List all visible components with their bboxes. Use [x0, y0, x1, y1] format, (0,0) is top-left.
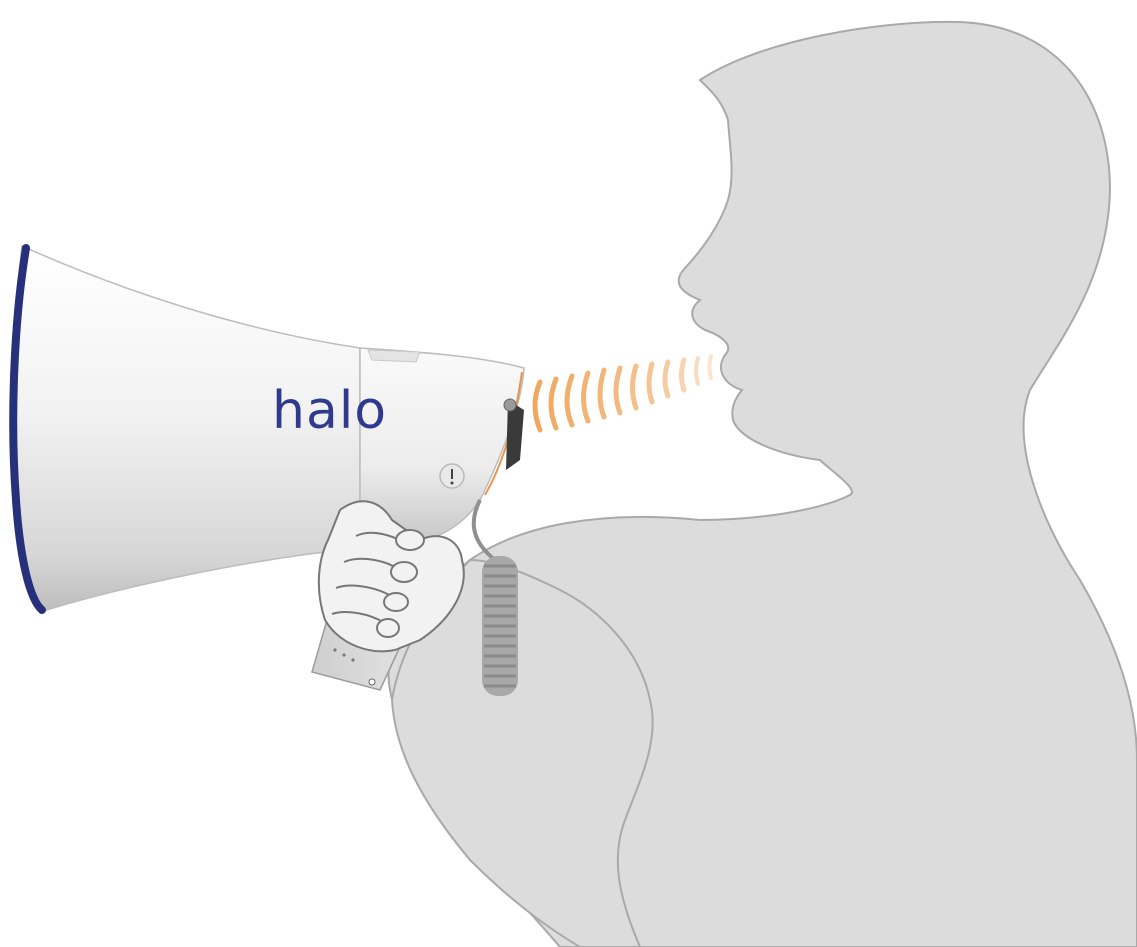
power-button-icon — [440, 464, 464, 488]
mouthpiece-ring — [504, 399, 516, 411]
brand-logo: halo — [272, 381, 387, 441]
person-silhouette — [388, 22, 1137, 947]
sound-wave-icon — [535, 356, 711, 430]
megaphone-top-seam — [368, 350, 420, 362]
